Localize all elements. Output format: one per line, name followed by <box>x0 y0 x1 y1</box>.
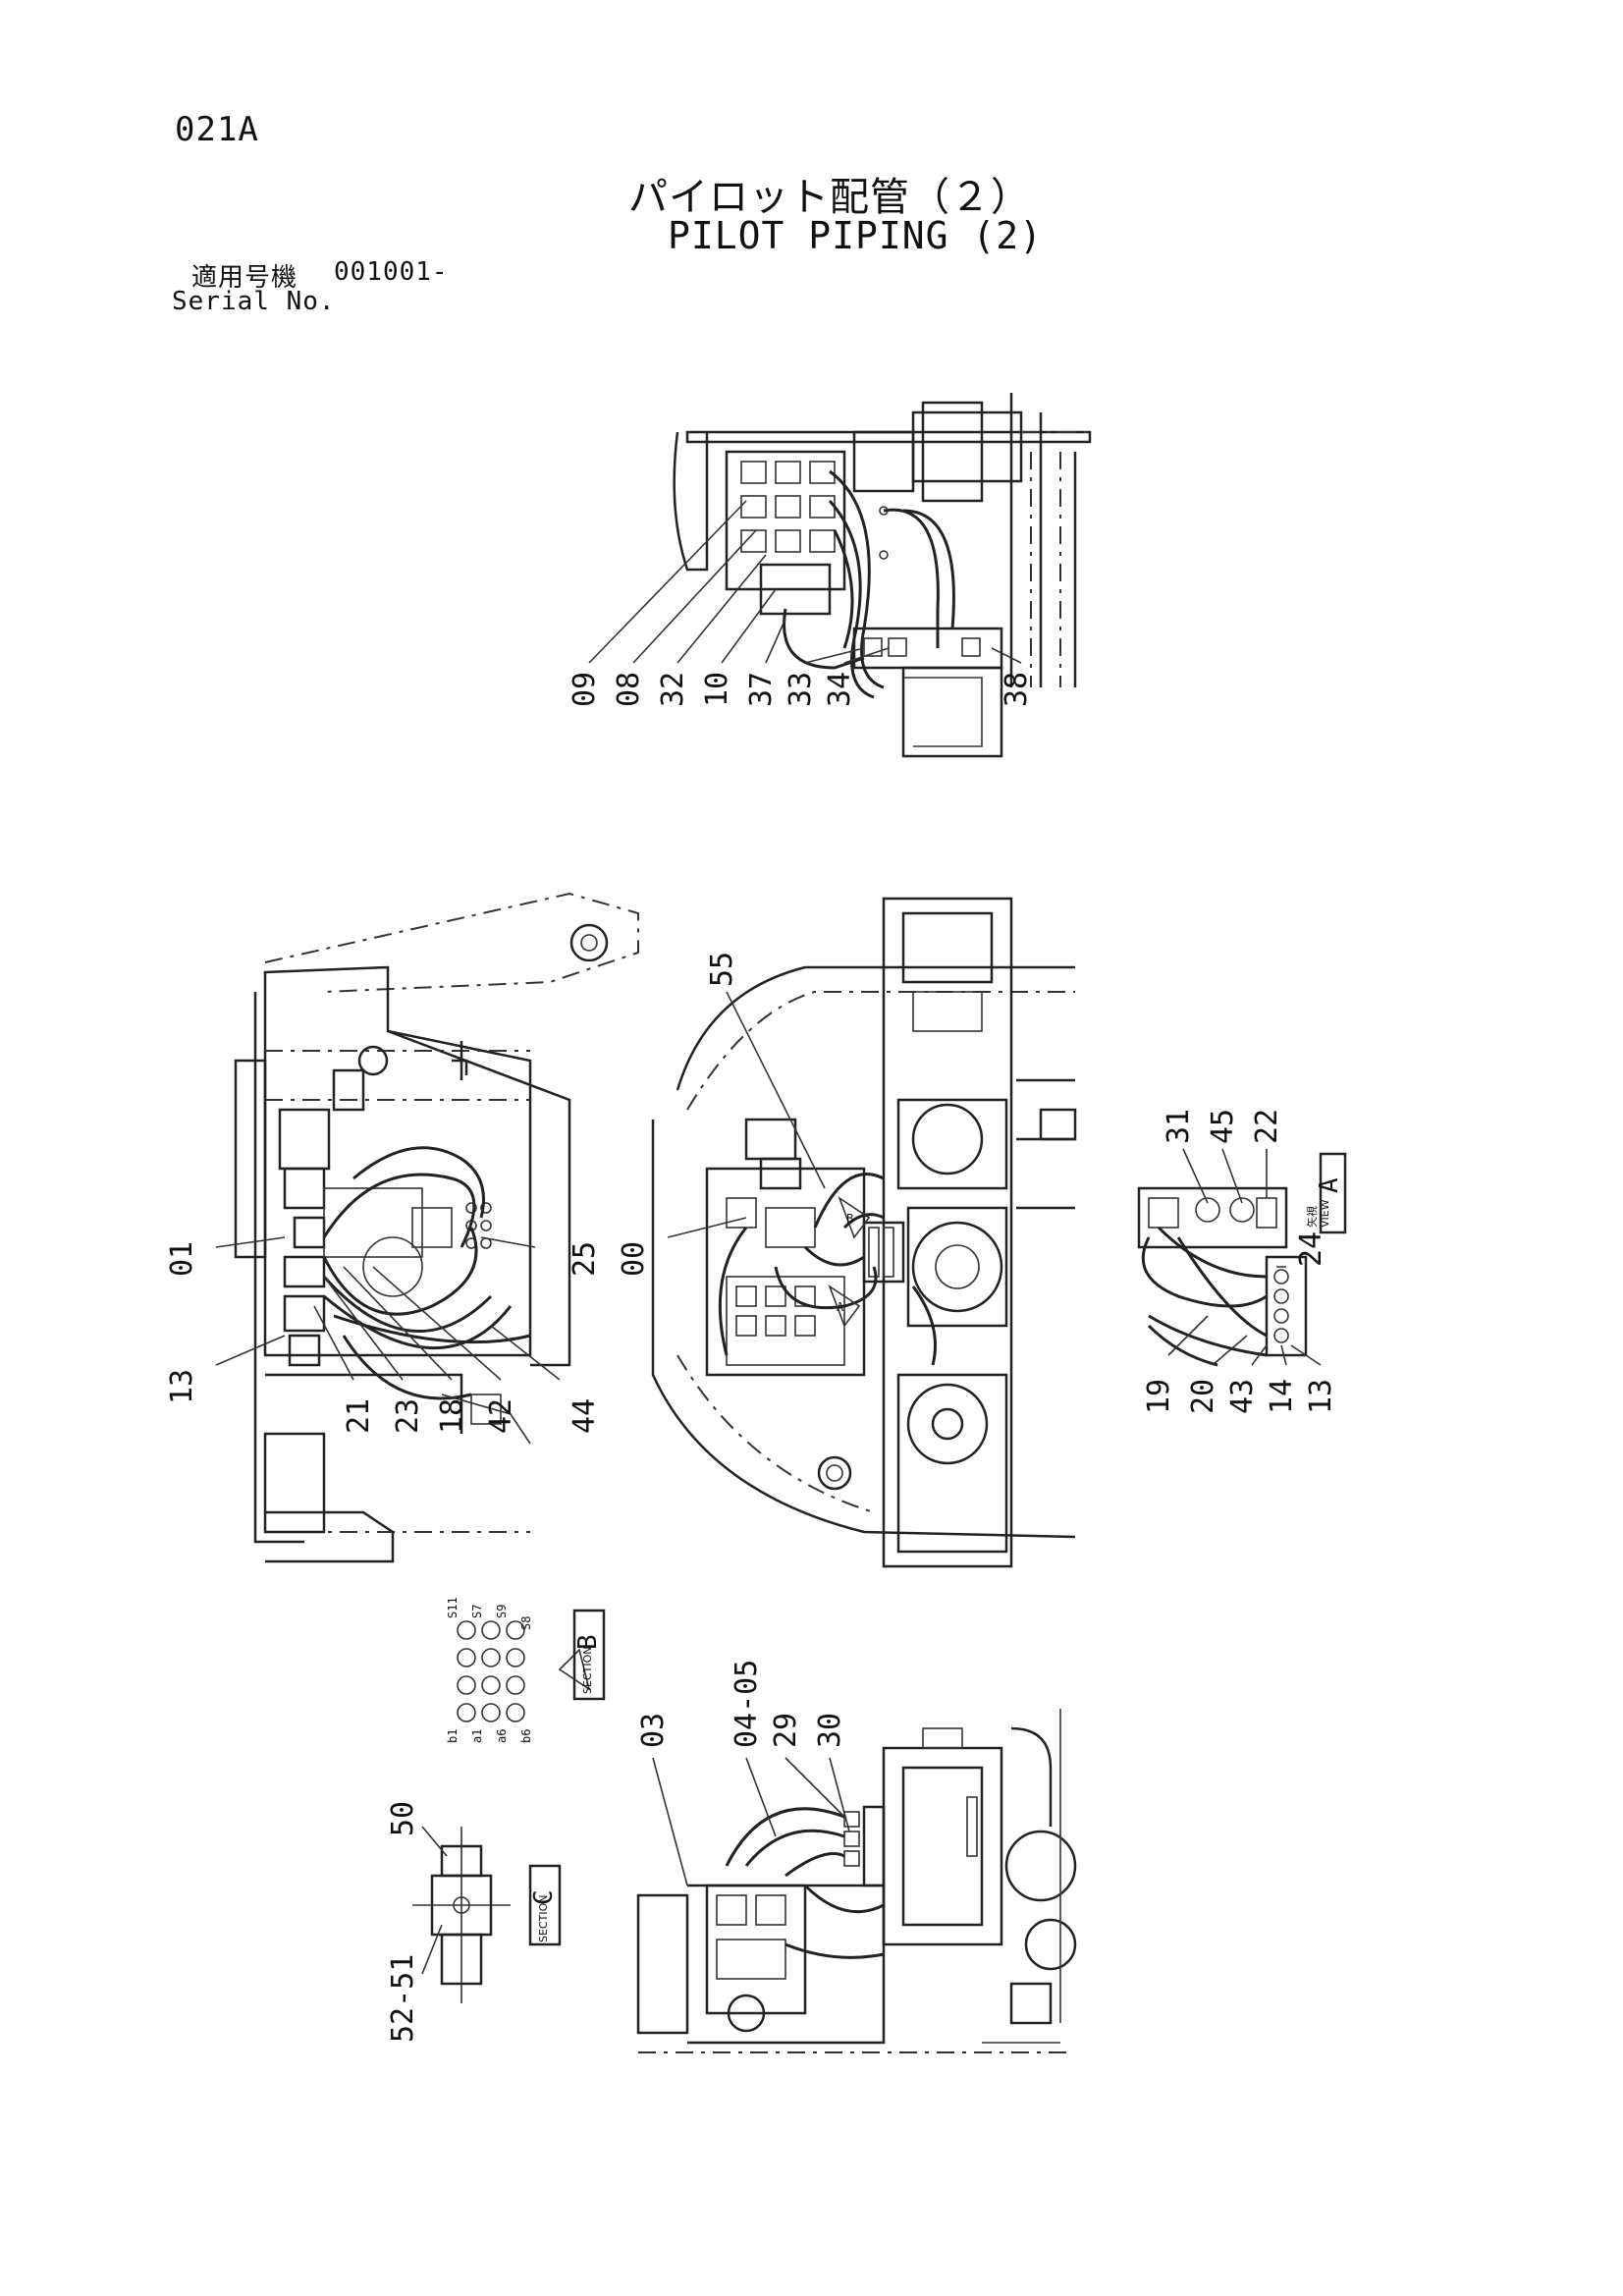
callout-08: 08 <box>612 672 646 707</box>
section-c-drawing: C SECTION <box>412 1826 562 2003</box>
port-label-s7: S7 <box>470 1605 484 1618</box>
callout-55: 55 <box>705 952 739 987</box>
callout-14: 14 <box>1265 1379 1299 1414</box>
port-label-s8: S8 <box>519 1616 533 1630</box>
port-label-a1: a1 <box>470 1729 484 1743</box>
left-view-callouts: 01 13 21 23 18 42 44 25 <box>165 1241 602 1434</box>
left-view-leaders <box>215 1236 561 1381</box>
callout-50: 50 <box>386 1801 420 1836</box>
port-label-s11: S11 <box>446 1597 460 1618</box>
callout-25: 25 <box>568 1241 602 1277</box>
serial-label-japanese: 適用号機 <box>191 263 298 293</box>
callout-45: 45 <box>1206 1109 1240 1144</box>
callout-43: 43 <box>1225 1379 1260 1414</box>
left-view-drawing <box>234 892 639 1563</box>
title-japanese: パイロット配管（２） <box>628 175 1031 220</box>
callout-44: 44 <box>568 1398 602 1434</box>
callout-23: 23 <box>391 1398 425 1434</box>
callout-31: 31 <box>1162 1109 1196 1144</box>
section-c-letter: C <box>529 1889 559 1905</box>
section-b-letter: B <box>573 1634 603 1650</box>
marker-b: B <box>846 1212 853 1226</box>
callout-04-05: 04-05 <box>730 1660 764 1748</box>
section-c-callouts: 50 52-51 <box>386 1801 420 2043</box>
callout-10: 10 <box>700 672 734 707</box>
page-code: 021A <box>175 110 259 149</box>
center-view-callouts: 55 00 <box>617 952 739 1277</box>
top-view-callouts: 09 08 32 10 37 33 34 38 <box>568 672 1034 707</box>
callout-32: 32 <box>656 672 690 707</box>
callout-19: 19 <box>1142 1379 1176 1414</box>
callout-24: 24 <box>1294 1231 1328 1267</box>
view-a-label-jp: 矢視 <box>1305 1206 1319 1228</box>
center-view-drawing: B A <box>651 897 1077 1568</box>
port-label-a6: a6 <box>495 1729 509 1743</box>
callout-52-51: 52-51 <box>386 1954 420 2043</box>
callout-38: 38 <box>1000 672 1034 707</box>
callout-01: 01 <box>165 1241 199 1277</box>
center-view-leaders <box>667 991 826 1238</box>
callout-30: 30 <box>813 1713 847 1748</box>
callout-20: 20 <box>1186 1379 1220 1414</box>
callout-37: 37 <box>744 672 779 707</box>
top-view-leaders <box>588 500 1022 664</box>
serial-label-english: Serial No. <box>172 287 336 316</box>
port-label-s9: S9 <box>495 1605 509 1618</box>
section-b-drawing: B SECTION S11 S7 S9 S8 b1 a1 a6 b6 <box>446 1597 606 1743</box>
callout-33: 33 <box>784 672 818 707</box>
bottom-view-drawing <box>636 1709 1077 2053</box>
callout-03: 03 <box>636 1713 671 1748</box>
bottom-view-callouts: 03 04-05 29 30 <box>636 1660 847 1748</box>
view-a-callouts: 31 45 22 24 19 20 43 14 13 <box>1142 1109 1338 1414</box>
callout-29: 29 <box>769 1713 803 1748</box>
serial-number-value: 001001- <box>334 257 449 287</box>
title-english: PILOT PIPING (2) <box>668 214 1044 257</box>
callout-21: 21 <box>342 1398 376 1434</box>
callout-13: 13 <box>165 1369 199 1404</box>
port-label-b6: b6 <box>519 1729 533 1743</box>
view-a-leaders <box>1167 1148 1322 1366</box>
marker-a: A <box>837 1300 844 1314</box>
callout-34: 34 <box>823 672 857 707</box>
view-a-drawing: A 矢視 VIEW <box>1137 1152 1347 1367</box>
callout-42: 42 <box>484 1398 518 1434</box>
callout-13-view-a: 13 <box>1304 1379 1338 1414</box>
section-c-label: SECTION <box>537 1895 550 1942</box>
callout-22: 22 <box>1250 1109 1284 1144</box>
view-a-label-en: VIEW <box>1319 1199 1331 1228</box>
port-label-b1: b1 <box>446 1729 460 1743</box>
bottom-view-leaders <box>652 1757 850 1886</box>
top-view-drawing <box>673 393 1092 758</box>
view-a-letter: A <box>1315 1177 1344 1193</box>
section-b-label: SECTION <box>581 1647 594 1694</box>
callout-09: 09 <box>568 672 602 707</box>
callout-18: 18 <box>435 1398 469 1434</box>
callout-00: 00 <box>617 1241 651 1277</box>
